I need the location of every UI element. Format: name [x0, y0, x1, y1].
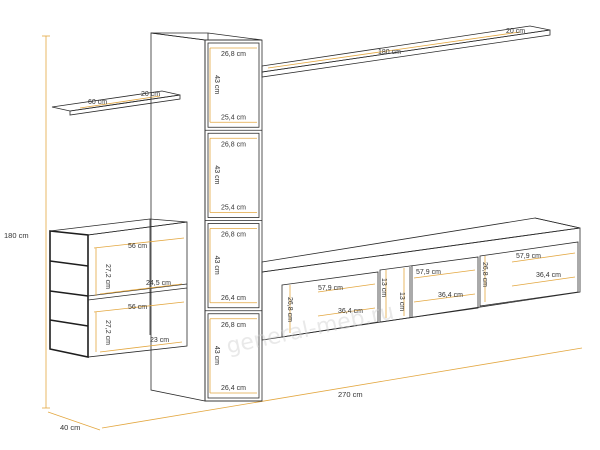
tv-sec1-width-label: 57,9 cm	[318, 285, 343, 292]
tv-sec2-divider-a-label: 13 cm	[380, 278, 387, 297]
tv-sec1-width-line	[317, 283, 376, 293]
depth-label: 40 cm	[60, 423, 80, 432]
tower-height-label: 43 cm	[213, 256, 220, 275]
tv-sec2-width-line	[413, 269, 476, 279]
tv-unit	[261, 217, 581, 341]
tv-sec2-divider-b-label: 13 cm	[398, 292, 405, 311]
cabinet-shelf-3	[49, 319, 89, 327]
tower-compartment-inner	[207, 313, 260, 399]
tower-bottom-depth-label: 26,4 cm	[221, 385, 246, 392]
tv-sec2-depth-label: 36,4 cm	[438, 292, 463, 299]
cabinet-shelf-1	[49, 260, 89, 267]
tv-sec3-width-label: 57,9 cm	[516, 253, 541, 260]
tower-bottom-depth-label: 25,4 cm	[221, 205, 246, 212]
cabinet-lower-depth-label: 23 cm	[150, 337, 169, 344]
tv-section-2-front	[379, 256, 479, 323]
tv-sec3-height-label: 26,8 cm	[481, 262, 488, 287]
width-dimension-line	[101, 347, 583, 429]
cabinet-upper-width-line	[93, 237, 185, 249]
tv-sec3-width-line	[511, 252, 576, 263]
cabinet-upper-height-label: 27,2 cm	[104, 264, 111, 289]
long-shelf-length-label: 180 cm	[378, 49, 401, 56]
hanging-cabinet	[49, 218, 188, 358]
tower-top-depth-label: 26,8 cm	[221, 141, 246, 148]
tower-compartment-inner	[207, 223, 260, 309]
tower-height-label: 43 cm	[213, 75, 220, 94]
tower-height-label: 43 cm	[213, 346, 220, 365]
long-shelf-length-line	[267, 31, 521, 69]
small-shelf-front	[69, 94, 181, 116]
cabinet-shelf-2	[49, 290, 89, 297]
tv-height-label: 26,8 cm	[286, 297, 293, 322]
tv-sec2-width-label: 57,9 cm	[416, 269, 441, 276]
cabinet-upper-depth-line	[99, 283, 183, 295]
tower-top-depth-label: 26,8 cm	[221, 232, 246, 239]
tv-sec3-depth-label: 36,4 cm	[536, 272, 561, 279]
small-wall-shelf: 60 cm 20 cm	[51, 90, 181, 116]
tv-section-1-front	[281, 271, 379, 338]
tv-sec1-depth-label: 36,4 cm	[338, 308, 363, 315]
watermark: general-meb.ru	[224, 300, 396, 360]
cabinet-lower-depth-line	[99, 341, 183, 353]
tv-section-3-front	[479, 241, 579, 307]
tower-compartment: 26,8 cm 43 cm 25,4 cm	[205, 132, 262, 221]
tv-unit-top	[261, 217, 581, 273]
cabinet-middle-shelf	[87, 283, 188, 297]
cabinet-lower-width-label: 56 cm	[128, 304, 147, 311]
tv-unit-front-body	[261, 227, 581, 341]
small-shelf-length-label: 60 cm	[88, 99, 107, 106]
height-label: 180 cm	[4, 231, 29, 240]
tower-compartment-inner	[207, 132, 260, 218]
tv-unit-dimensions: 26,8 cm 57,9 cm 36,4 cm 57,9 cm 36,4 cm …	[286, 252, 576, 333]
long-shelf-depth-label: 20 cm	[506, 28, 525, 35]
small-shelf-length-line	[79, 95, 161, 109]
tower-compartment-inner	[207, 42, 260, 128]
width-label: 270 cm	[338, 390, 363, 399]
tv-sec1-depth-line	[317, 307, 376, 317]
tv-sec2-depth-line	[413, 293, 476, 303]
tower-bottom-depth-label: 25,4 cm	[221, 114, 246, 121]
tower-left-side	[150, 32, 206, 402]
overall-dimensions: 180 cm 270 cm 40 cm	[4, 35, 583, 432]
tower-compartment: 26,8 cm 43 cm 26,4 cm	[205, 313, 262, 402]
cabinet-lower-height-label: 27,2 cm	[104, 320, 111, 345]
tower-bottom-depth-label: 26,4 cm	[221, 295, 246, 302]
tower-compartment: 26,8 cm 43 cm 26,4 cm	[205, 223, 262, 312]
depth-dimension-line	[47, 411, 101, 431]
cabinet-dimensions: 56 cm 27,2 cm 24,5 cm 56 cm 27,2 cm 23 c…	[93, 237, 185, 353]
cabinet-upper-width-label: 56 cm	[128, 243, 147, 250]
tower-top-depth-label: 26,8 cm	[221, 322, 246, 329]
tower-compartment: 26,8 cm 43 cm 25,4 cm	[205, 42, 262, 131]
cabinet-middle-shelf-back	[87, 287, 188, 301]
tv-unit-back-edge	[534, 217, 581, 229]
cabinet-upper-depth-label: 24,5 cm	[146, 280, 171, 287]
cabinet-lower-width-line	[93, 301, 185, 313]
long-wall-shelf: 180 cm 20 cm	[261, 25, 551, 78]
tower-top	[150, 32, 263, 41]
tower-top-depth-label: 26,8 cm	[221, 51, 246, 58]
tv-sec3-depth-line	[511, 276, 576, 287]
long-shelf-front	[261, 29, 551, 78]
cabinet-left-frame	[49, 230, 89, 358]
tower-height-label: 43 cm	[213, 165, 220, 184]
